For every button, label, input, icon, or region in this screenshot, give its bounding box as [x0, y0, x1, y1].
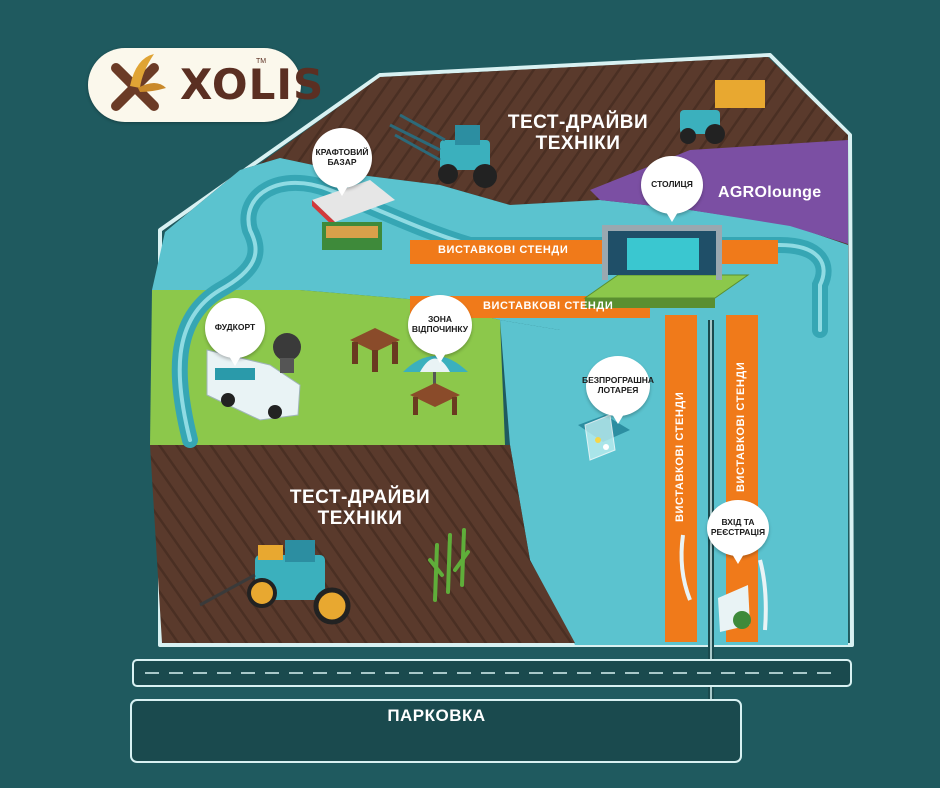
stand-label-middle: ВИСТАВКОВІ СТЕНДИ	[483, 300, 614, 312]
crop-plants-icon	[428, 528, 470, 602]
grill-icon	[273, 333, 301, 373]
brand-name: XOLIS	[180, 60, 325, 109]
bottom-field	[150, 445, 575, 643]
stand-strip-right-vertical	[726, 315, 758, 642]
market-stall-icon	[312, 180, 395, 250]
registration-desk-icon	[679, 534, 768, 632]
entrance-bubble: ВХІД ТА РЕЄСТРАЦІЯ	[707, 500, 769, 564]
lottery-drum-icon	[578, 414, 630, 461]
food-truck-icon	[206, 349, 301, 421]
stage-icon	[583, 225, 750, 308]
parking-label: ПАРКОВКА	[387, 706, 486, 725]
xolis-logo-icon	[111, 54, 166, 111]
test-drive-top-label: ТЕСТ-ДРАЙВИ ТЕХНІКИ	[507, 112, 649, 154]
picnic-table-icon	[350, 328, 400, 372]
trademark-mark: TM	[256, 58, 267, 65]
stand-strip-left-vertical	[665, 315, 697, 642]
stand-label-left-vertical: ВИСТАВКОВІ СТЕНДИ	[674, 391, 686, 522]
test-drive-bottom-label: ТЕСТ-ДРАЙВИ ТЕХНІКИ	[289, 487, 431, 529]
tractor-icon-bottom	[199, 540, 351, 625]
stand-label-top: ВИСТАВКОВІ СТЕНДИ	[438, 244, 569, 256]
parking-area	[130, 699, 742, 763]
foodcourt-bubble: ФУДКОРТ	[205, 298, 265, 366]
capital-bubble: СТОЛИЦЯ	[641, 156, 703, 222]
agrolounge-label: AGROlounge	[718, 184, 822, 201]
umbrella-table-icon	[403, 356, 468, 415]
xolis-logo: XOLIS TM	[88, 48, 323, 122]
craft-bazaar-bubble: КРАФТОВИЙ БАЗАР	[312, 128, 372, 196]
rest-zone-bubble: ЗОНА ВІДПОЧИНКУ	[408, 295, 472, 363]
lottery-bubble: БЕЗПРОГРАШНА ЛОТАРЕЯ	[582, 356, 654, 424]
stand-label-right-vertical: ВИСТАВКОВІ СТЕНДИ	[735, 361, 747, 492]
tractor-icon	[389, 113, 497, 188]
tractor-icon-topright	[680, 80, 765, 144]
